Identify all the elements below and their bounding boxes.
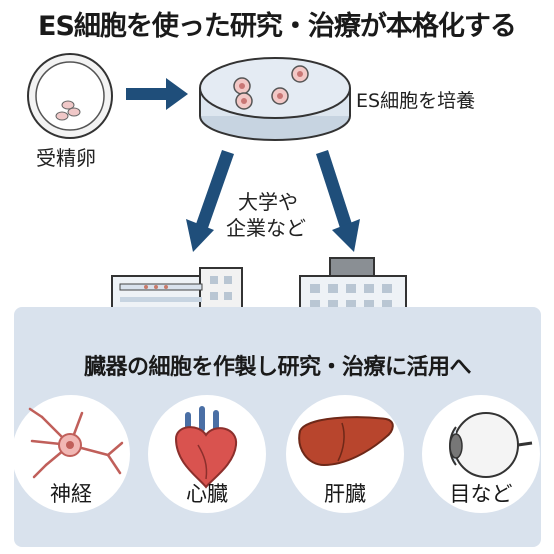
neuron-icon [28,407,124,479]
fertilized-egg-icon [27,53,113,139]
organ-label-liver: 肝臓 [324,482,366,506]
culture-label: ES細胞を培養 [356,90,476,112]
arrow-to-dish-icon [126,78,188,110]
organ-label-eye: 目など [449,482,513,506]
petri-dish-icon [199,57,351,141]
organ-label-nerve: 神経 [50,482,92,506]
page-title: ES細胞を使った研究・治療が本格化する [38,11,517,42]
organ-label-heart: 心臓 [186,482,228,506]
liver-circle [286,395,404,513]
liver-icon [298,416,394,467]
institutions-label-line2: 企業など [226,216,306,240]
heart-circle [148,395,266,513]
institutions-label-line1: 大学や [238,190,298,214]
eye-circle [422,395,540,513]
panel-title: 臓器の細胞を作製し研究・治療に活用へ [83,355,472,380]
neuron-circle [12,395,130,513]
arrow-to-company-icon [316,150,360,252]
heart-icon [174,406,238,489]
arrow-to-university-icon [186,150,234,252]
eye-icon [449,412,533,478]
fertilized-egg-label: 受精卵 [36,146,96,170]
